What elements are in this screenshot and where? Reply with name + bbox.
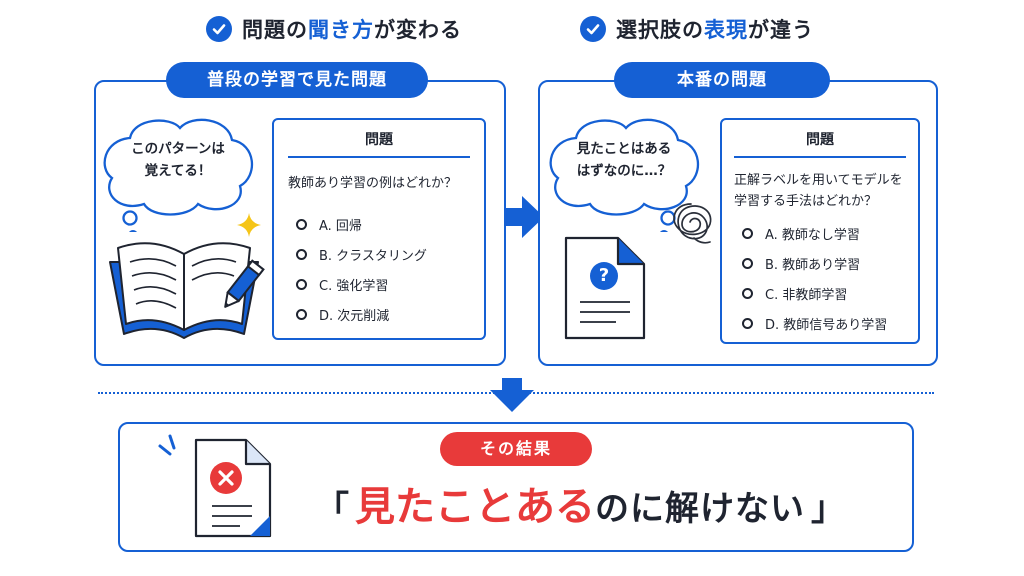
option-left-c[interactable]: C. 強化学習 xyxy=(296,269,470,299)
heading-right-highlight: 表現 xyxy=(704,18,748,42)
arrow-right-icon xyxy=(504,196,544,238)
thought-bubble-right xyxy=(549,118,700,232)
alert-lines-icon xyxy=(158,434,176,456)
question-card-left: 問題 教師あり学習の例はどれか？ A. 回帰 B. クラスタリング C. 強化学… xyxy=(272,118,486,340)
option-right-c[interactable]: C. 非教師学習 xyxy=(742,278,906,308)
question-card-right-divider xyxy=(734,156,906,158)
question-card-right-question: 正解ラベルを用いてモデルを 学習する手法はどれか？ xyxy=(734,173,903,209)
radio-icon[interactable] xyxy=(742,317,753,329)
document-question-icon xyxy=(564,236,646,340)
option-left-d[interactable]: D. 次元削減 xyxy=(296,299,470,329)
radio-icon[interactable] xyxy=(296,248,307,260)
radio-icon[interactable] xyxy=(742,257,753,269)
question-card-right-title: 問題 xyxy=(806,132,834,148)
question-card-left-divider xyxy=(288,156,470,158)
result-open-quote: 「 xyxy=(315,489,349,529)
left-panel-title: 普段の学習で見た問題 xyxy=(166,62,428,98)
radio-icon[interactable] xyxy=(296,278,307,290)
heading-right-text: 選択肢の表現が違う xyxy=(616,18,814,42)
right-panel-title: 本番の問題 xyxy=(614,62,830,98)
check-circle-icon xyxy=(580,16,606,42)
question-card-right: 問題 正解ラベルを用いてモデルを 学習する手法はどれか？ A. 教師なし学習 B… xyxy=(720,118,920,344)
radio-icon[interactable] xyxy=(296,308,307,320)
sparkle-icon xyxy=(237,213,261,237)
heading-left: 問題の聞き方が変わる xyxy=(206,14,462,44)
scribble-icon xyxy=(673,203,712,244)
document-question-symbol: ? xyxy=(598,265,610,286)
check-circle-icon xyxy=(206,16,232,42)
option-left-b[interactable]: B. クラスタリング xyxy=(296,239,470,269)
result-close-quote: 」 xyxy=(811,489,845,529)
heading-left-highlight: 聞き方 xyxy=(308,18,374,42)
thought-bubble-left-text: このパターンは 覚えてる！ xyxy=(131,141,225,179)
radio-icon[interactable] xyxy=(742,227,753,239)
document-error-icon xyxy=(194,438,272,538)
heading-left-text: 問題の聞き方が変わる xyxy=(242,18,462,42)
pencil-icon xyxy=(224,259,265,308)
result-rest: のに解けない xyxy=(595,489,805,529)
question-card-left-title: 問題 xyxy=(365,132,393,148)
option-right-b[interactable]: B. 教師あり学習 xyxy=(742,248,906,278)
open-book-icon xyxy=(109,242,259,339)
option-right-a[interactable]: A. 教師なし学習 xyxy=(742,218,906,248)
result-highlight: 見たことある xyxy=(355,484,595,530)
thought-bubble-left xyxy=(103,118,254,232)
question-card-right-options: A. 教師なし学習 B. 教師あり学習 C. 非教師学習 D. 教師信号あり学習 xyxy=(734,218,906,338)
result-text: 「 見たことある のに解けない 」 xyxy=(306,474,854,532)
thought-bubble-right-text: 見たことはある はずなのに…？ xyxy=(576,141,672,179)
result-pill: その結果 xyxy=(440,432,592,466)
radio-icon[interactable] xyxy=(742,287,753,299)
arrow-down-icon xyxy=(490,378,534,412)
option-left-a[interactable]: A. 回帰 xyxy=(296,209,470,239)
option-right-d[interactable]: D. 教師信号あり学習 xyxy=(742,308,906,338)
question-card-left-question: 教師あり学習の例はどれか？ xyxy=(288,176,458,191)
question-card-left-options: A. 回帰 B. クラスタリング C. 強化学習 D. 次元削減 xyxy=(288,209,470,329)
heading-right: 選択肢の表現が違う xyxy=(580,14,814,44)
radio-icon[interactable] xyxy=(296,218,307,230)
